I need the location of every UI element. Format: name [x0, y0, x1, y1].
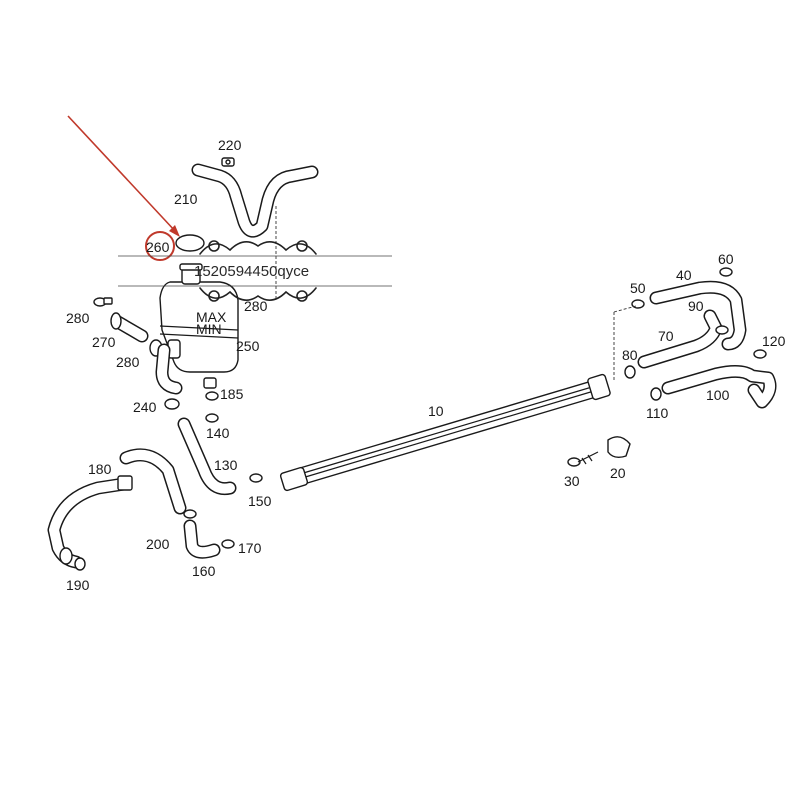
- hose-130[interactable]: [177, 417, 237, 496]
- callout-120: 120: [762, 333, 786, 349]
- clamp-190[interactable]: [59, 547, 86, 571]
- leader-lines: [275, 206, 637, 382]
- callout-130: 130: [214, 457, 238, 473]
- callout-260: 260: [146, 239, 170, 255]
- callout-190: 190: [66, 577, 90, 593]
- watermark-text: 1520594450qyce: [194, 263, 309, 280]
- callout-170: 170: [238, 540, 262, 556]
- callout-90: 90: [688, 298, 704, 314]
- clamp-140[interactable]: [205, 413, 219, 423]
- callout-10: 10: [428, 403, 444, 419]
- callout-80: 80: [622, 347, 638, 363]
- callout-280c: 280: [244, 298, 268, 314]
- callout-180: 180: [88, 461, 112, 477]
- callout-20: 20: [610, 465, 626, 481]
- hose-40[interactable]: [649, 280, 747, 351]
- hose-210[interactable]: [191, 163, 319, 238]
- pipe-160[interactable]: [183, 519, 221, 559]
- callout-150: 150: [248, 493, 272, 509]
- hose-70[interactable]: [637, 309, 723, 369]
- expansion-tank-250[interactable]: [159, 263, 239, 389]
- clamp-220[interactable]: [221, 157, 235, 167]
- hose-270[interactable]: [110, 312, 149, 343]
- clamp-120[interactable]: [753, 349, 767, 359]
- callout-250: 250: [236, 338, 260, 354]
- watermark-ornament: [118, 240, 392, 302]
- elbow-240[interactable]: [155, 343, 183, 410]
- clamp-185[interactable]: [205, 391, 219, 401]
- callout-220: 220: [218, 137, 242, 153]
- cap-260[interactable]: [175, 234, 205, 252]
- callout-60: 60: [718, 251, 734, 267]
- tank-min-mark: MIN: [196, 321, 222, 337]
- callout-160: 160: [192, 563, 216, 579]
- clamp-90[interactable]: [715, 325, 729, 335]
- callout-200: 200: [146, 536, 170, 552]
- clamp-60[interactable]: [719, 267, 733, 277]
- callout-40: 40: [676, 267, 692, 283]
- clamp-110[interactable]: [650, 387, 662, 401]
- screw-30[interactable]: [567, 451, 599, 467]
- callout-100: 100: [706, 387, 730, 403]
- highlight-arrow: [67, 115, 180, 237]
- clamp-280-upper[interactable]: [93, 297, 113, 307]
- clamp-200[interactable]: [183, 509, 197, 519]
- callout-30: 30: [564, 473, 580, 489]
- callout-140: 140: [206, 425, 230, 441]
- clamp-170[interactable]: [221, 539, 235, 549]
- bracket-20[interactable]: [607, 436, 631, 459]
- callout-280a: 280: [66, 310, 90, 326]
- callout-labels: 10 20 30 40 50 60 70 80 90 100 110 120 130 140 150 160 1…: [66, 137, 786, 593]
- callout-110: 110: [646, 405, 669, 421]
- callout-240: 240: [133, 399, 157, 415]
- cooler-10[interactable]: [279, 373, 611, 492]
- callout-185: 185: [220, 386, 244, 402]
- tank-max-mark: MAX: [196, 309, 227, 325]
- callout-50: 50: [630, 280, 646, 296]
- callout-70: 70: [658, 328, 674, 344]
- highlight-ring: [145, 231, 175, 261]
- callout-270: 270: [92, 334, 116, 350]
- callout-280b: 280: [116, 354, 140, 370]
- callout-210: 210: [174, 191, 198, 207]
- hose-100[interactable]: [661, 364, 777, 409]
- clamp-150[interactable]: [249, 473, 263, 483]
- clamp-80[interactable]: [624, 365, 636, 379]
